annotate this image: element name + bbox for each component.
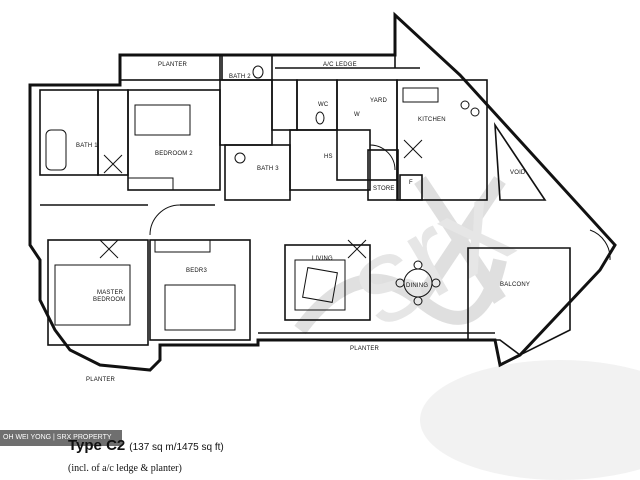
label-bedroom-2: BEDROOM 2	[155, 151, 193, 157]
label-kitchen: KITCHEN	[418, 117, 446, 123]
inner-walls	[39, 15, 571, 356]
label-w-mark: W	[354, 112, 360, 118]
label-planter-bottom: PLANTER	[350, 346, 380, 352]
label-master-bedroom-1: MASTER	[97, 290, 124, 296]
label-store: STORE	[373, 186, 395, 192]
label-f-mark: F	[409, 180, 413, 186]
label-ac-ledge: A/C LEDGE	[323, 62, 357, 68]
label-wc: WC	[318, 102, 329, 108]
label-dining: DINING	[406, 283, 429, 289]
fixtures	[45, 65, 611, 331]
label-balcony: BALCONY	[500, 282, 531, 288]
label-yard: YARD	[370, 98, 388, 104]
label-void: VOID	[510, 170, 526, 176]
label-living: LIVING	[312, 256, 333, 262]
unit-note: (incl. of a/c ledge & planter)	[68, 463, 182, 474]
photo-credit: OH WEI YONG | SRX PROPERTY	[0, 430, 122, 446]
label-hs: HS	[324, 154, 333, 160]
outer-walls	[28, 11, 617, 372]
label-planter-top: PLANTER	[158, 62, 188, 68]
unit-title: Type C2(137 sq m/1475 sq ft)	[68, 437, 224, 455]
label-bath-1: BATH 1	[76, 143, 98, 149]
label-bath-2: BATH 2	[229, 74, 251, 80]
label-bedroom-3: BEDR3	[186, 268, 208, 274]
unit-type: Type C2	[68, 437, 126, 454]
label-planter-left: PLANTER	[86, 377, 116, 383]
unit-area: (137 sq m/1475 sq ft)	[129, 442, 224, 453]
label-bath-3: BATH 3	[257, 166, 279, 172]
label-master-bedroom-2: BEDROOM	[93, 297, 126, 303]
